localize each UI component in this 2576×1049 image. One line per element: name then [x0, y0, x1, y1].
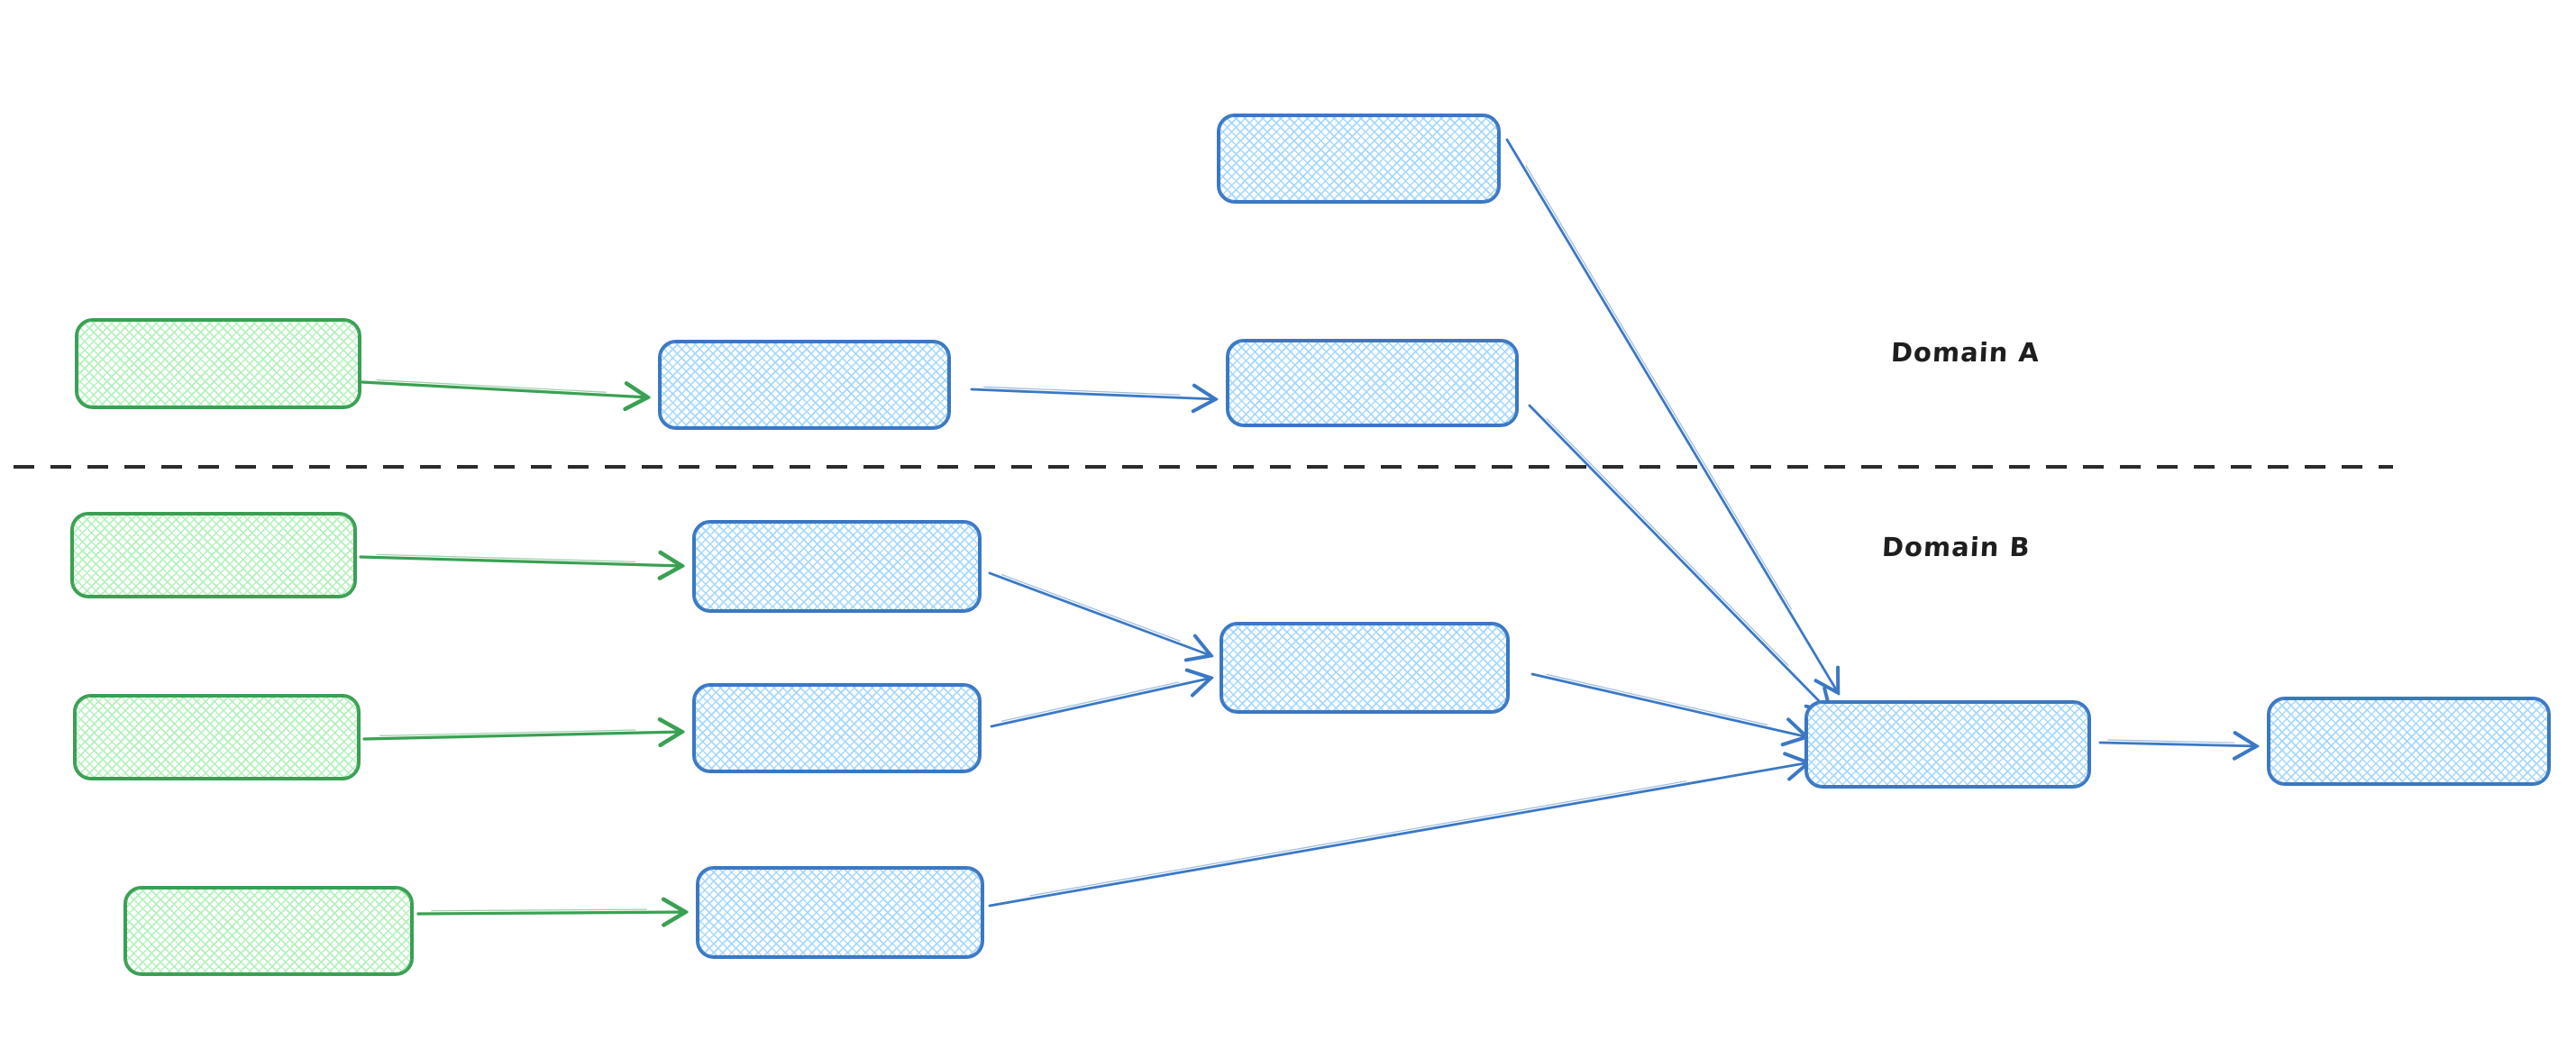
edge-b3_conv — [988, 752, 1812, 908]
edge-a2_conv-echo — [1546, 418, 1789, 667]
domain-b-stage1c-node — [696, 866, 984, 959]
output-node — [2267, 697, 2551, 786]
edge-a1_a2-echo — [983, 386, 1181, 396]
domain-a-stage1-node — [658, 340, 951, 430]
domain-b-source2-node — [73, 694, 361, 780]
cross-domain-merge-node — [1804, 700, 2091, 789]
edge-mid_conv-echo — [1546, 673, 1768, 725]
domain-a-stage2-node — [1226, 339, 1519, 427]
edge-b2_mid-echo — [1000, 681, 1180, 722]
edge-mid_conv — [1530, 672, 1810, 747]
domain-a-label: Domain A — [1890, 337, 2041, 368]
edge-top_conv-echo — [1525, 165, 1793, 610]
edge-g3_b2-echo — [379, 729, 636, 737]
domain-b-source1-node — [70, 512, 357, 598]
domain-b-source3-node — [123, 886, 414, 976]
domain-a-input-node — [1217, 114, 1501, 204]
domain-a-source-node — [75, 318, 361, 409]
domain-b-stage1a-node — [692, 520, 982, 613]
edge-top_conv — [1505, 138, 1841, 696]
edge-a2_conv — [1528, 404, 1833, 716]
edge-g2_b1 — [359, 550, 685, 580]
edge-g1_a1 — [361, 380, 651, 412]
edge-a1_a2 — [970, 383, 1219, 414]
edge-g4_b3-echo — [431, 908, 647, 912]
domain-divider-dashed-line — [14, 465, 2393, 469]
edge-b1_mid — [988, 571, 1214, 662]
edge-g2_b1-echo — [376, 553, 635, 562]
edge-g4_b3 — [416, 897, 689, 927]
edge-g1_a1-echo — [376, 379, 607, 393]
edge-b3_conv-echo — [1029, 780, 1687, 897]
edge-conv_out — [2098, 731, 2260, 761]
edge-b2_mid — [990, 668, 1214, 728]
domain-b-label: Domain B — [1881, 532, 2032, 562]
edge-b1_mid-echo — [1000, 574, 1181, 642]
domain-b-merge-node — [1219, 622, 1510, 714]
edge-g3_b2 — [362, 717, 685, 748]
domain-b-stage1b-node — [692, 683, 982, 773]
edge-conv_out-echo — [2107, 739, 2235, 743]
